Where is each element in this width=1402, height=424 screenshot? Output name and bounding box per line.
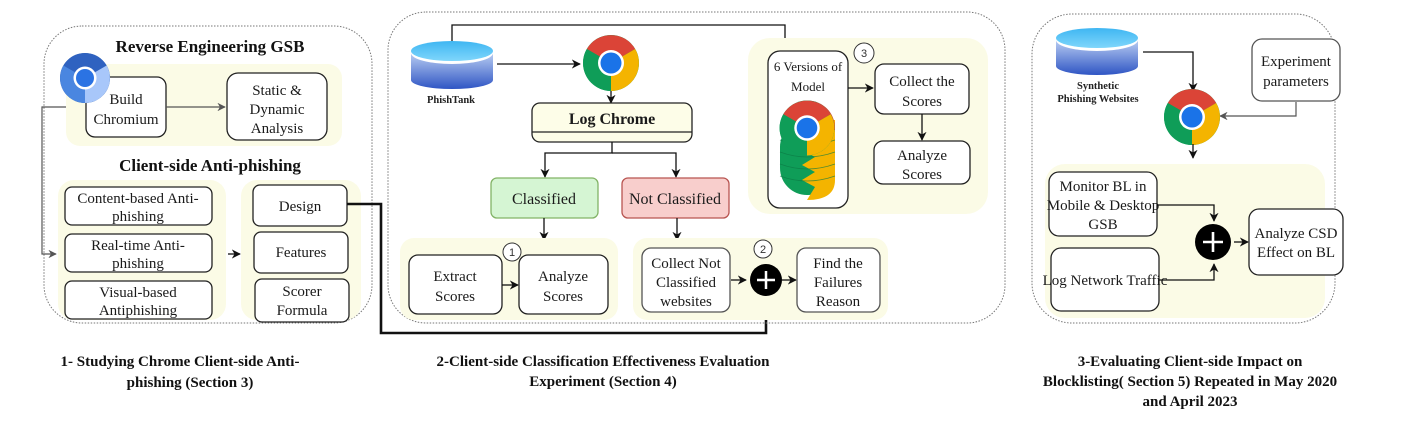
analyze-scores-box-1 xyxy=(518,254,609,315)
phishtank-label: PhishTank xyxy=(427,95,475,106)
chrome-icon xyxy=(583,35,639,91)
caption-2-line-1: 2-Client-side Classification Effectivene… xyxy=(437,354,771,370)
monitor-bl-l2: Mobile & Desktop xyxy=(1047,198,1160,214)
plus-merge-icon xyxy=(750,264,782,296)
step-marker-3-label: 3 xyxy=(861,48,867,60)
collect-not-classified-l3: websites xyxy=(660,294,712,310)
collect-not-classified-l2: Classified xyxy=(656,275,716,291)
caption-2-line-2: Experiment (Section 4) xyxy=(529,374,676,390)
panel-blocklisting-impact: Synthetic Phishing Websites Experiment p… xyxy=(1031,13,1344,410)
technique-real-time xyxy=(64,233,213,273)
connector-build-to-techniques xyxy=(41,106,66,259)
technique-real-time-l2: phishing xyxy=(112,256,164,272)
technique-real-time-l1: Real-time Anti- xyxy=(91,238,185,254)
classified-label: Classified xyxy=(512,191,576,208)
plus-merge-icon xyxy=(1195,224,1231,260)
aspect-features-label: Features xyxy=(276,245,327,261)
collect-not-classified-box xyxy=(641,247,731,313)
panel-classification-effectiveness: PhishTank Log Chrome Classified Not Clas… xyxy=(387,11,1006,390)
arrow-monitor-to-merge xyxy=(1157,204,1219,222)
arrow-synthetic-to-chrome xyxy=(1143,51,1198,92)
log-chrome-label: Log Chrome xyxy=(569,111,655,128)
find-failures-l1: Find the xyxy=(813,256,863,272)
analyze-csd-box xyxy=(1248,208,1344,276)
monitor-bl-l3: GSB xyxy=(1088,217,1117,233)
analyze-scores-3-l2: Scores xyxy=(902,167,942,183)
caption-1-line-2: phishing (Section 3) xyxy=(127,375,254,391)
synthetic-label-1: Synthetic xyxy=(1077,81,1119,92)
heading-client-side-antiphishing: Client-side Anti-phishing xyxy=(119,156,301,175)
static-dynamic-label-1: Static & xyxy=(252,83,302,99)
build-chromium-label-2: Chromium xyxy=(93,112,158,128)
aspect-design-label: Design xyxy=(279,199,322,215)
arrow-params-to-chrome xyxy=(1219,102,1297,121)
monitor-bl-box xyxy=(1048,171,1158,237)
extract-scores-l1: Extract xyxy=(433,269,477,285)
versions-model-l2: Model xyxy=(791,79,825,94)
static-dynamic-label-3: Analysis xyxy=(251,121,304,137)
arrow-log-to-classified xyxy=(540,142,613,178)
step-marker-1-label: 1 xyxy=(509,247,515,259)
connector-phishtank-to-versions xyxy=(451,24,790,51)
step-marker-1 xyxy=(502,242,522,262)
log-network-label: Log Network Traffic xyxy=(1043,273,1168,289)
heading-reverse-engineering: Reverse Engineering GSB xyxy=(116,37,305,56)
chrome-icon xyxy=(1164,89,1220,145)
step-marker-3 xyxy=(853,42,875,64)
technique-content-based-l1: Content-based Anti- xyxy=(77,191,198,207)
analyze-scores-3-l1: Analyze xyxy=(897,148,947,164)
technique-content-based xyxy=(64,186,213,226)
find-failures-l2: Failures xyxy=(814,275,862,291)
synthetic-label-2: Phishing Websites xyxy=(1057,94,1138,105)
collect-not-classified-l1: Collect Not xyxy=(651,256,721,272)
static-dynamic-label-2: Dynamic xyxy=(250,102,305,118)
experiment-params-l2: parameters xyxy=(1263,74,1329,90)
versions-model-l1: 6 Versions of xyxy=(774,59,843,74)
technique-visual-based-l1: Visual-based xyxy=(99,285,177,301)
analyze-scores-1-l1: Analyze xyxy=(538,269,588,285)
analyze-csd-l2: Effect on BL xyxy=(1257,245,1335,261)
technique-visual-based-l2: Antiphishing xyxy=(99,303,178,319)
technique-content-based-l2: phishing xyxy=(112,209,164,225)
collect-scores-l2: Scores xyxy=(902,94,942,110)
aspect-features xyxy=(253,231,349,274)
not-classified-label: Not Classified xyxy=(629,191,721,208)
aspect-scorer-l1: Scorer xyxy=(282,284,321,300)
chrome-stack-icon xyxy=(779,100,836,200)
caption-3-line-2: Blocklisting( Section 5) Repeated in May… xyxy=(1043,374,1337,390)
extract-scores-l2: Scores xyxy=(435,289,475,305)
step-marker-2 xyxy=(753,239,773,259)
database-icon xyxy=(411,41,493,89)
chromium-icon xyxy=(60,53,110,103)
step-marker-2-label: 2 xyxy=(760,244,766,256)
arrow-log-to-not-classified xyxy=(612,152,681,178)
find-failures-l3: Reason xyxy=(816,294,861,310)
panel-2-border xyxy=(387,11,1006,324)
caption-3-line-3: and April 2023 xyxy=(1142,394,1237,410)
panel-studying-chrome: Reverse Engineering GSB Build Chromium S… xyxy=(41,25,373,391)
caption-3-line-1: 3-Evaluating Client-side Impact on xyxy=(1078,354,1303,370)
analyze-scores-1-l2: Scores xyxy=(543,289,583,305)
static-dynamic-box xyxy=(226,72,328,141)
arrow-network-to-merge xyxy=(1159,263,1219,281)
technique-visual-based xyxy=(64,280,213,320)
panel-1-border xyxy=(43,25,373,324)
aspect-design xyxy=(252,184,348,227)
panel-3-border xyxy=(1031,13,1336,324)
analyze-csd-l1: Analyze CSD xyxy=(1255,226,1338,242)
aspect-scorer-l2: Formula xyxy=(277,303,328,319)
find-failures-box xyxy=(796,247,881,313)
not-classified-box xyxy=(621,177,730,219)
experiment-params-l1: Experiment xyxy=(1261,54,1332,70)
aspect-scorer-formula xyxy=(254,278,350,323)
collect-scores-l1: Collect the xyxy=(889,74,955,90)
monitor-bl-l1: Monitor BL in xyxy=(1060,179,1147,195)
database-icon xyxy=(1056,28,1138,75)
analyze-scores-box-3 xyxy=(873,140,971,185)
build-chromium-label-1: Build xyxy=(109,92,143,108)
experiment-params-box xyxy=(1251,38,1341,102)
caption-1-line-1: 1- Studying Chrome Client-side Anti- xyxy=(61,354,300,370)
